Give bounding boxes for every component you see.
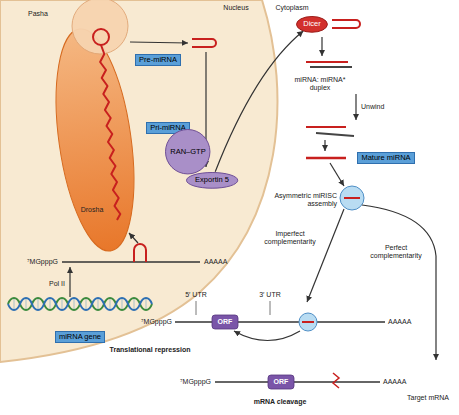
orf-cylinder	[268, 375, 294, 389]
imperfect-arrow	[307, 209, 344, 302]
arrow-head	[297, 31, 304, 37]
node-label: Exportin 5	[195, 176, 229, 184]
label-box: miRNA gene	[55, 331, 105, 343]
utr-leader	[270, 301, 271, 315]
orf-label: ORF	[274, 378, 289, 386]
mirisc-complex	[340, 186, 364, 210]
mirisc-strand	[344, 197, 360, 199]
outcome-label: mRNA cleavage	[254, 398, 307, 406]
utr-leader	[196, 301, 197, 315]
bound-mirisc	[299, 313, 317, 331]
target-mrna-line	[175, 321, 385, 323]
dna-strand	[8, 298, 152, 310]
node-label: Pre-miRNA	[139, 56, 177, 64]
text-label: Unwind	[361, 103, 384, 111]
outcome-label: Translational repression	[110, 346, 191, 354]
text-label: Target mRNA	[407, 394, 449, 402]
flow-arrow	[324, 140, 325, 151]
text-label: 3′ UTR	[259, 291, 281, 299]
dna-strand	[8, 298, 152, 310]
text-label: Imperfect complementarity	[261, 230, 319, 246]
enzyme-oval: Dicer	[296, 16, 328, 33]
text-label: ⁷MGpppG	[141, 318, 172, 326]
mirisc-strand	[302, 321, 314, 323]
text-label: ⁷MGpppG	[180, 378, 211, 386]
text-label: AAAAA	[383, 378, 406, 386]
text-label: AAAAA	[388, 318, 411, 326]
mirna-strand	[306, 126, 346, 128]
label-box: Mature miRNA	[357, 152, 414, 164]
text-label: AAAAA	[204, 258, 227, 266]
perfect-arrow	[362, 205, 436, 360]
text-label: Perfect complementarity	[367, 244, 425, 260]
text-label: Cytoplasm	[275, 4, 308, 12]
node-label: Mature miRNA	[361, 154, 410, 162]
mirna-strand	[306, 61, 348, 63]
node-text: RAN–GTP	[170, 148, 205, 156]
text-label: Nucleus	[223, 4, 248, 12]
text-label: Pasha	[28, 10, 48, 18]
node-text: Pre-miRNA	[139, 56, 177, 64]
text-label: Drosha	[81, 206, 104, 214]
repression-arrow	[234, 331, 300, 341]
text-label: ⁷MGpppG	[27, 258, 58, 266]
node-text: Mature miRNA	[361, 154, 410, 162]
mirna-star-strand	[316, 133, 354, 136]
protein-circle: RAN–GTP	[165, 129, 210, 174]
text-label: Pol II	[49, 280, 65, 288]
label-box: Pre-miRNA	[135, 54, 181, 66]
mature-mirna-strand	[306, 157, 346, 160]
orf-label: ORF	[218, 318, 233, 326]
pri-mirna-stem	[100, 45, 120, 220]
pri-mirna-hairpin	[134, 244, 146, 262]
flow-arrow	[330, 163, 344, 186]
text-label: miRNA: miRNA* duplex	[293, 76, 347, 92]
drosha-body	[44, 24, 146, 256]
target-mrna-line	[215, 381, 380, 383]
node-text: Dicer	[303, 20, 321, 28]
node-label: miRNA gene	[59, 333, 101, 341]
dicer-substrate	[332, 20, 360, 28]
transcription-arrow	[69, 267, 70, 297]
ellipse-shape	[297, 16, 328, 32]
pasha-body	[72, 0, 128, 54]
cropping-arrow	[130, 42, 188, 43]
protein-oval: Exportin 5	[186, 172, 238, 189]
ellipse-shape	[186, 172, 237, 188]
node-label: Dicer	[303, 20, 321, 28]
node-text: Exportin 5	[195, 176, 229, 184]
circle-shape	[166, 130, 210, 174]
dicing-arrow	[321, 37, 322, 56]
text-label: Asymmetric miRISC assembly	[273, 192, 337, 208]
pre-mirna-hairpin	[192, 39, 216, 47]
connector-curve	[215, 31, 303, 172]
pri-mirna-loop	[93, 29, 109, 45]
mirna-star-strand	[310, 66, 352, 68]
node-text: miRNA gene	[59, 333, 101, 341]
orf-cylinder	[212, 315, 238, 329]
nucleus-region	[0, 0, 277, 362]
cleavage-mark	[333, 373, 339, 388]
text-label: 5′ UTR	[185, 291, 207, 299]
processing-arrow	[129, 233, 138, 243]
unwind-arrow	[355, 94, 356, 120]
node-label: RAN–GTP	[170, 148, 205, 156]
pri-mirna-transcript	[62, 261, 200, 263]
